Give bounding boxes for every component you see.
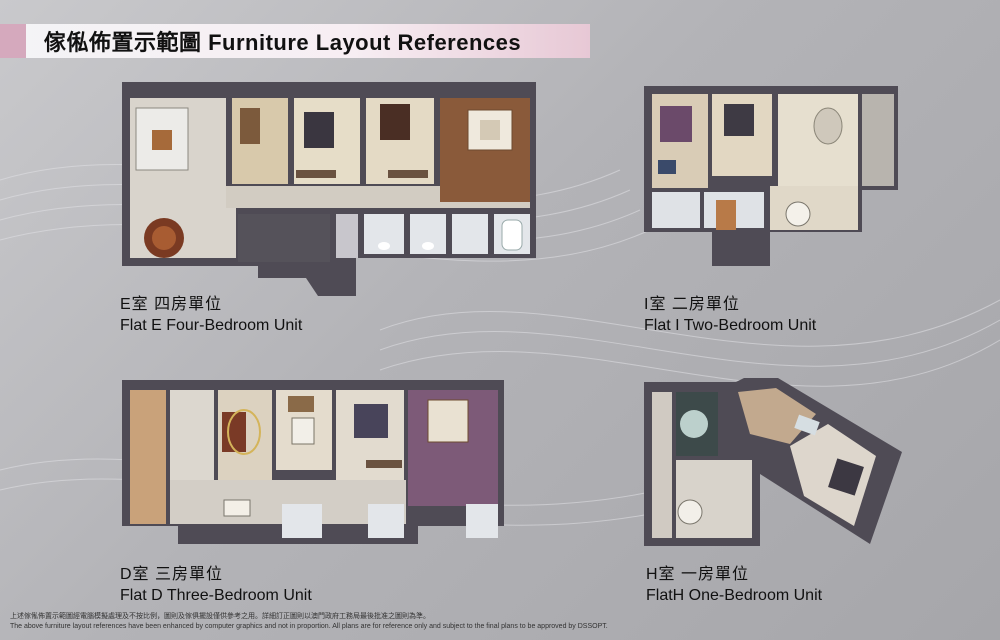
caption-flat-i-en: Flat I Two-Bedroom Unit (644, 317, 817, 334)
floor-plan-flat-i (644, 86, 898, 266)
caption-flat-d-en: Flat D Three-Bedroom Unit (120, 587, 312, 604)
caption-flat-d: D室 三房單位 Flat D Three-Bedroom Unit (120, 564, 312, 606)
caption-flat-i-zh: I室 二房單位 (644, 296, 740, 313)
title-band: 傢俬佈置示範圖 Furniture Layout References (0, 24, 590, 58)
caption-flat-e: E室 四房單位 Flat E Four-Bedroom Unit (120, 294, 302, 336)
floor-plan-flat-h (644, 378, 902, 546)
caption-flat-i: I室 二房單位 Flat I Two-Bedroom Unit (644, 294, 816, 336)
page-title: 傢俬佈置示範圖 Furniture Layout References (44, 30, 522, 55)
caption-flat-e-en: Flat E Four-Bedroom Unit (120, 317, 303, 334)
caption-flat-h: H室 一房單位 FlatH One-Bedroom Unit (646, 564, 822, 606)
disclaimer-en: The above furniture layout references ha… (10, 623, 608, 630)
disclaimer-zh: 上述傢俬佈置示範圖經電腦模擬處理及不按比例，圖則及傢俱擺設僅供參考之用。詳細訂正… (10, 613, 430, 620)
caption-flat-e-zh: E室 四房單位 (120, 296, 223, 313)
caption-flat-h-zh: H室 一房單位 (646, 566, 750, 583)
caption-flat-h-en: FlatH One-Bedroom Unit (646, 587, 823, 604)
caption-flat-d-zh: D室 三房單位 (120, 566, 224, 583)
title-accent-bar (0, 24, 26, 58)
floor-plan-flat-d (122, 380, 504, 544)
floor-plan-flat-e (122, 82, 536, 296)
disclaimer: 上述傢俬佈置示範圖經電腦模擬處理及不按比例，圖則及傢俱擺設僅供參考之用。詳細訂正… (10, 612, 990, 632)
